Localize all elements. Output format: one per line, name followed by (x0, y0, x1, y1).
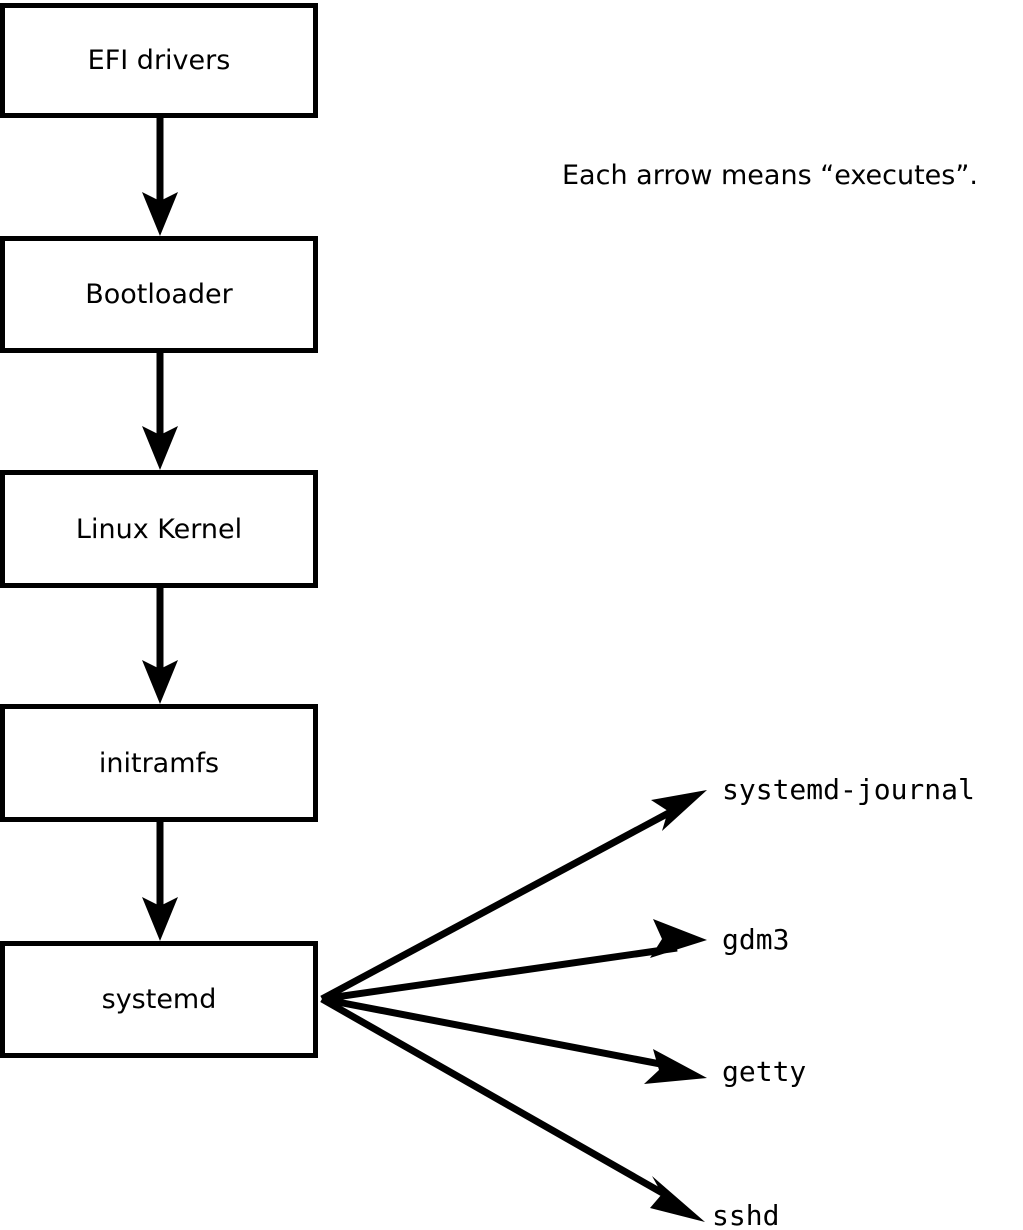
arrow-systemd-to-systemd-journal (320, 790, 707, 1003)
arrow-systemd-to-gdm3 (321, 919, 707, 1003)
node-label-bootloader: Bootloader (85, 279, 233, 310)
service-label-systemd-journal[interactable]: systemd-journal (722, 773, 975, 806)
arrow-initramfs-to-systemd (142, 822, 178, 941)
node-label-systemd: systemd (101, 984, 217, 1015)
service-label-sshd[interactable]: sshd (712, 1199, 780, 1230)
arrow-systemd-to-sshd (320, 995, 705, 1222)
arrow-linux-kernel-to-initramfs (142, 588, 178, 704)
arrow-bootloader-to-linux-kernel (142, 353, 178, 470)
node-label-initramfs: initramfs (98, 747, 220, 779)
node-label-efi-drivers: EFI drivers (87, 45, 231, 76)
arrow-efi-drivers-to-bootloader (142, 118, 178, 236)
arrow-systemd-to-getty (321, 995, 707, 1084)
node-systemd[interactable]: systemd (0, 941, 318, 1058)
node-efi-drivers[interactable]: EFI drivers (0, 3, 318, 118)
node-bootloader[interactable]: Bootloader (0, 236, 318, 353)
service-label-getty[interactable]: getty (722, 1055, 807, 1088)
node-label-linux-kernel: Linux Kernel (75, 513, 243, 545)
legend-caption: Each arrow means “executes”. (562, 160, 978, 191)
service-label-gdm3[interactable]: gdm3 (722, 923, 790, 956)
node-initramfs[interactable]: initramfs (0, 704, 318, 822)
node-linux-kernel[interactable]: Linux Kernel (0, 470, 318, 588)
